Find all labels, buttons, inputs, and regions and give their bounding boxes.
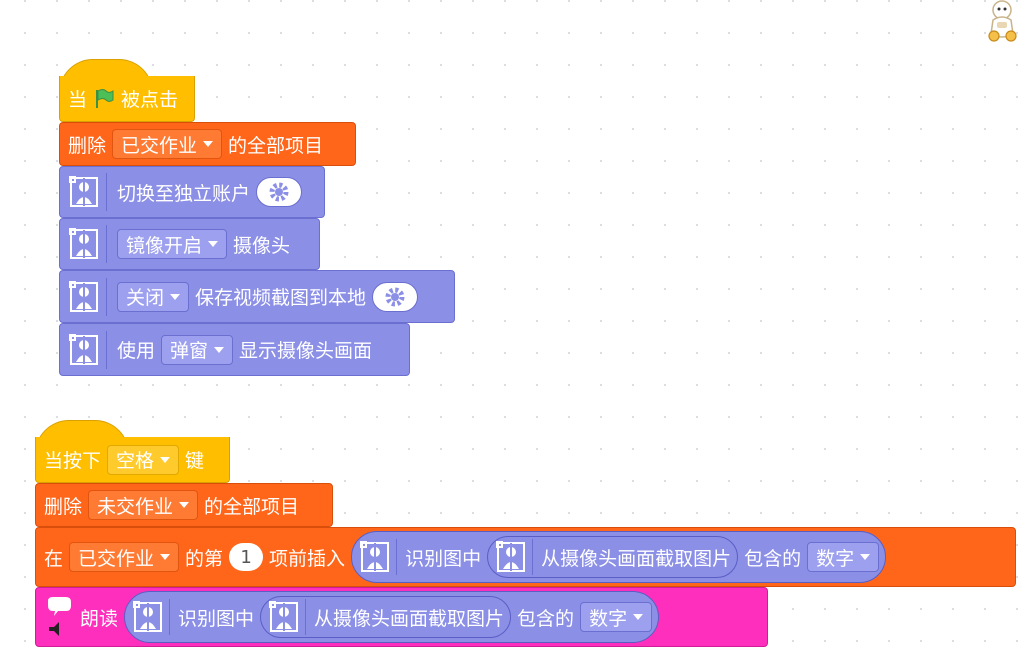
sprite-thumbnail[interactable]	[983, 0, 1021, 44]
capture-image-reporter[interactable]: 从摄像头画面截取图片	[260, 596, 512, 638]
all-items-label: 的全部项目	[228, 134, 324, 157]
gear-icon[interactable]	[372, 281, 419, 312]
recognize-label: 识别图中	[405, 547, 482, 570]
display-camera-block[interactable]: 使用 弹窗 显示摄像头画面	[59, 323, 410, 376]
delete-all-list-block[interactable]: 删除 未交作业 的全部项目	[35, 483, 333, 527]
save-toggle-value: 关闭	[126, 287, 165, 309]
capture-label: 从摄像头画面截取图片	[314, 607, 505, 630]
sprite-icon	[988, 0, 1017, 42]
green-flag-icon	[96, 88, 114, 108]
speak-block[interactable]: 朗读 识别图中 从摄像头画面截取图片 包含的 数字	[35, 587, 768, 647]
when-label: 当	[68, 89, 88, 111]
clicked-label: 被点击	[121, 89, 179, 111]
when-flag-clicked-block[interactable]: 当 被点击	[59, 76, 195, 122]
show-camera-label: 显示摄像头画面	[239, 340, 373, 362]
save-screenshot-block[interactable]: 关闭 保存视频截图到本地	[59, 270, 455, 323]
index-prefix-label: 的第	[185, 547, 224, 570]
face-recognition-icon	[66, 277, 107, 316]
list-dropdown-value: 未交作业	[97, 495, 174, 518]
speaker-icon	[44, 587, 74, 647]
delete-label: 删除	[44, 495, 83, 518]
face-recognition-icon	[66, 330, 107, 369]
chevron-down-icon	[160, 456, 171, 463]
recognize-type-value: 数字	[816, 547, 855, 570]
key-label: 键	[185, 450, 205, 472]
list-dropdown[interactable]: 已交作业	[69, 542, 180, 572]
chevron-down-icon	[179, 502, 190, 508]
camera-mirror-block[interactable]: 镜像开启 摄像头	[59, 218, 320, 270]
camera-mode-dropdown[interactable]: 镜像开启	[117, 229, 228, 259]
list-dropdown-value: 已交作业	[78, 547, 155, 570]
capture-label: 从摄像头画面截取图片	[541, 547, 732, 570]
key-dropdown-value: 空格	[116, 450, 155, 472]
list-dropdown[interactable]: 已交作业	[112, 129, 223, 159]
key-dropdown[interactable]: 空格	[107, 444, 180, 475]
gear-icon[interactable]	[256, 177, 303, 207]
list-dropdown-value: 已交作业	[121, 134, 198, 157]
face-recognition-icon	[267, 599, 307, 635]
chevron-down-icon	[860, 554, 871, 560]
all-items-label: 的全部项目	[204, 495, 300, 518]
chevron-down-icon	[214, 346, 225, 353]
use-label: 使用	[117, 340, 156, 362]
camera-label: 摄像头	[233, 234, 291, 257]
recognize-reporter[interactable]: 识别图中 从摄像头画面截取图片 包含的 数字	[351, 531, 887, 583]
speak-label: 朗读	[80, 607, 119, 630]
face-recognition-icon	[494, 539, 534, 575]
recognize-type-dropdown[interactable]: 数字	[807, 542, 880, 572]
chevron-down-icon	[170, 293, 181, 300]
at-label: 在	[44, 547, 64, 570]
switch-account-label: 切换至独立账户	[117, 182, 251, 205]
when-key-label: 当按下	[44, 450, 102, 472]
chevron-down-icon	[208, 241, 219, 247]
chevron-down-icon	[203, 141, 214, 147]
display-mode-value: 弹窗	[170, 340, 209, 362]
chevron-down-icon	[160, 554, 171, 560]
camera-mode-value: 镜像开启	[126, 234, 203, 257]
insert-at-list-block[interactable]: 在 已交作业 的第 1 项前插入 识别图中 从摄像头画面截取图片 包含的 数字	[35, 527, 1016, 587]
list-dropdown[interactable]: 未交作业	[88, 490, 199, 520]
face-recognition-icon	[358, 539, 398, 575]
face-recognition-icon	[66, 225, 107, 263]
capture-image-reporter[interactable]: 从摄像头画面截取图片	[487, 536, 739, 578]
save-toggle-dropdown[interactable]: 关闭	[117, 281, 190, 312]
recognize-type-dropdown[interactable]: 数字	[580, 602, 653, 632]
chevron-down-icon	[633, 614, 644, 620]
switch-account-block[interactable]: 切换至独立账户	[59, 166, 325, 218]
when-key-pressed-block[interactable]: 当按下 空格 键	[35, 437, 230, 483]
delete-label: 删除	[68, 134, 107, 157]
recognize-reporter[interactable]: 识别图中 从摄像头画面截取图片 包含的 数字	[124, 591, 660, 643]
contains-label: 包含的	[517, 607, 575, 630]
index-input[interactable]: 1	[229, 543, 264, 571]
face-recognition-icon	[131, 599, 171, 635]
contains-label: 包含的	[744, 547, 802, 570]
face-recognition-icon	[66, 173, 107, 211]
display-mode-dropdown[interactable]: 弹窗	[161, 334, 234, 365]
recognize-label: 识别图中	[178, 607, 255, 630]
save-screenshot-label: 保存视频截图到本地	[195, 287, 367, 309]
recognize-type-value: 数字	[589, 607, 628, 630]
delete-all-list-block[interactable]: 删除 已交作业 的全部项目	[59, 122, 356, 166]
insert-before-label: 项前插入	[269, 547, 346, 570]
